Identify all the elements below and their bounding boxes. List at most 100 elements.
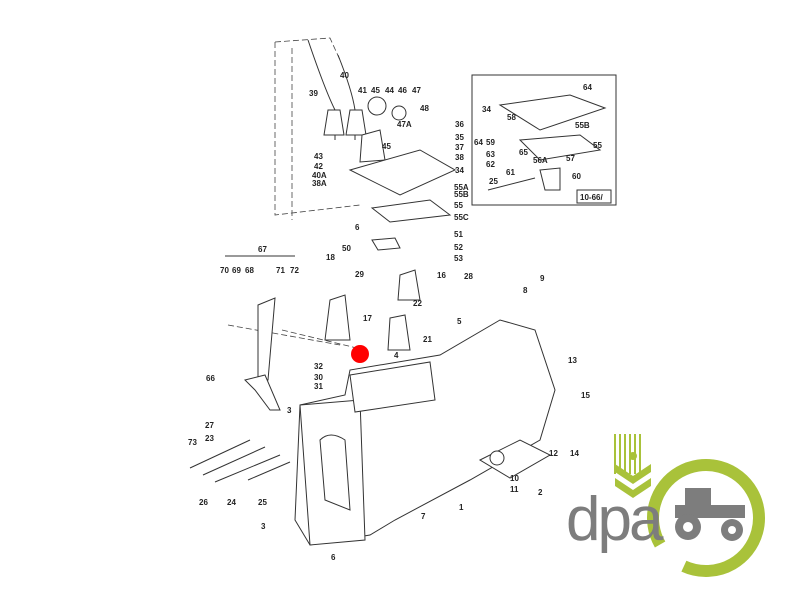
callout-label: 25 <box>258 498 267 507</box>
callout-label: 55C <box>454 213 469 222</box>
wheat-icon <box>614 434 651 498</box>
callout-label: 9 <box>540 274 545 283</box>
callout-label: 40 <box>340 71 349 80</box>
callout-label: 17 <box>363 314 372 323</box>
callout-label: 71 <box>276 266 285 275</box>
callout-label: 47A <box>397 120 412 129</box>
callout-label: 34 <box>455 166 464 175</box>
callout-label: 73 <box>188 438 197 447</box>
callout-label: 34 <box>482 105 491 114</box>
callout-label: 38A <box>312 179 327 188</box>
callout-label: 43 <box>314 152 323 161</box>
transmission-housing <box>294 319 556 546</box>
callout-label: 12 <box>549 449 558 458</box>
callout-label: 72 <box>290 266 299 275</box>
callout-label: 6 <box>355 223 360 232</box>
shift-cover-assembly <box>274 37 457 251</box>
callout-label: 11 <box>510 485 519 494</box>
callout-labels-top: 40 39 41 45 44 46 47 48 47A 36 35 37 45 … <box>309 71 469 263</box>
callout-label: 67 <box>258 245 267 254</box>
dpa-logo: dpa <box>566 434 765 577</box>
callout-label: 18 <box>326 253 335 262</box>
callout-label: 37 <box>455 143 464 152</box>
callout-label: 3 <box>261 522 266 531</box>
callout-label: 27 <box>205 421 214 430</box>
callout-label: 55B <box>575 121 590 130</box>
callout-label: 23 <box>205 434 214 443</box>
callout-label: 55B <box>454 190 469 199</box>
callout-label: 42 <box>314 162 323 171</box>
callout-labels-middle: 67 70 69 68 71 72 18 29 16 28 22 17 5 21… <box>206 245 590 400</box>
callout-label: 39 <box>309 89 318 98</box>
callout-label: 41 <box>358 86 367 95</box>
callout-label: 36 <box>455 120 464 129</box>
callout-label: 55 <box>454 201 463 210</box>
callout-label: 55A <box>454 183 469 192</box>
callout-label: 51 <box>454 230 463 239</box>
callout-label: 5 <box>457 317 462 326</box>
callout-label: 29 <box>355 270 364 279</box>
callout-label: 56A <box>533 156 548 165</box>
callout-label: 32 <box>314 362 323 371</box>
highlight-marker[interactable] <box>351 345 369 363</box>
callout-label: 64 <box>583 83 592 92</box>
callout-label: 66 <box>206 374 215 383</box>
callout-label: 7 <box>421 512 426 521</box>
callout-label: 22 <box>413 299 422 308</box>
callout-label: 64 <box>474 138 483 147</box>
callout-label: 53 <box>454 254 463 263</box>
callout-label: 63 <box>486 150 495 159</box>
gear-ring-icon <box>647 459 765 577</box>
callout-label: 26 <box>199 498 208 507</box>
callout-label: 28 <box>464 272 473 281</box>
callout-label: 45 <box>382 142 391 151</box>
callout-label: 10 <box>510 474 519 483</box>
callout-label: 14 <box>570 449 579 458</box>
callout-label: 69 <box>232 266 241 275</box>
callout-label: 61 <box>506 168 515 177</box>
callout-label: 15 <box>581 391 590 400</box>
callout-label: 13 <box>568 356 577 365</box>
callout-label: 38 <box>455 153 464 162</box>
callout-label: 4 <box>394 351 399 360</box>
callout-label: 8 <box>523 286 528 295</box>
callout-label: 46 <box>398 86 407 95</box>
callout-label: 16 <box>437 271 446 280</box>
callout-label: 1 <box>459 503 464 512</box>
callout-labels-bottom: 12 14 10 11 2 1 7 3 27 23 73 26 24 25 3 … <box>188 406 579 562</box>
callout-label: 44 <box>385 86 394 95</box>
callout-label: 6 <box>331 553 336 562</box>
callout-label: 55 <box>593 141 602 150</box>
callout-label: 68 <box>245 266 254 275</box>
tractor-icon <box>675 488 745 541</box>
callout-label: 3 <box>287 406 292 415</box>
callout-label: 52 <box>454 243 463 252</box>
callout-label: 40A <box>312 171 327 180</box>
inset-shift-cover-detail: 10-66/ <box>471 74 617 206</box>
callout-label: 48 <box>420 104 429 113</box>
callout-label: 31 <box>314 382 323 391</box>
callout-label: 24 <box>227 498 236 507</box>
callout-label: 57 <box>566 154 575 163</box>
callout-label: 47 <box>412 86 421 95</box>
callout-label: 65 <box>519 148 528 157</box>
shift-forks <box>227 269 421 411</box>
callout-label: 60 <box>572 172 581 181</box>
inset-ref-label: 10-66/ <box>580 193 603 202</box>
callout-label: 62 <box>486 160 495 169</box>
callout-label: 25 <box>489 177 498 186</box>
callout-label: 70 <box>220 266 229 275</box>
callout-label: 2 <box>538 488 543 497</box>
callout-label: 45 <box>371 86 380 95</box>
callout-labels-inset: 64 34 58 55B 64 59 55 63 65 56A 57 62 61… <box>474 83 602 186</box>
logo-text: dpa <box>566 485 664 554</box>
callout-label: 21 <box>423 335 432 344</box>
shift-rods <box>189 439 291 483</box>
callout-label: 30 <box>314 373 323 382</box>
inset-ref-box <box>576 189 612 204</box>
callout-label: 59 <box>486 138 495 147</box>
callout-label: 50 <box>342 244 351 253</box>
callout-label: 35 <box>455 133 464 142</box>
